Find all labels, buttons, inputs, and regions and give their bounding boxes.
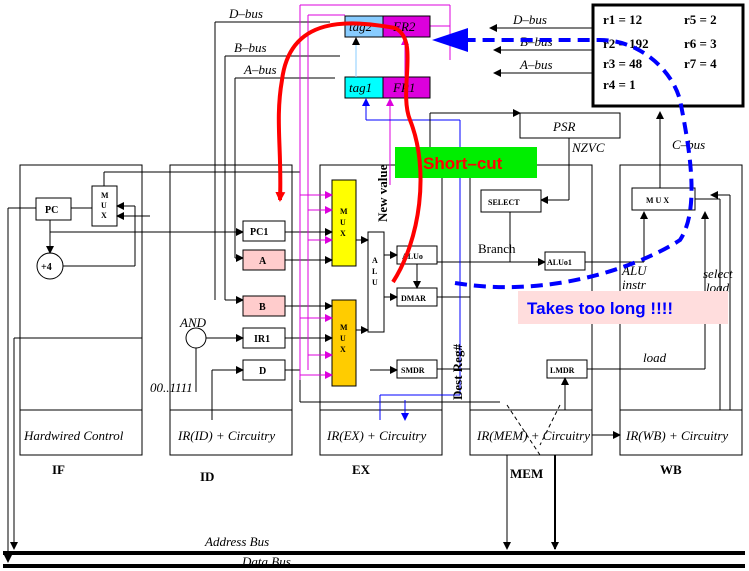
b-bus-label-left: B–bus <box>234 40 267 55</box>
blue-arrow-head <box>432 28 468 52</box>
a-label: A <box>259 256 267 267</box>
alu <box>367 231 385 333</box>
nzvc-label: NZVC <box>571 140 605 155</box>
ex-mux-bottom <box>331 299 357 387</box>
lmdr-label: LMDR <box>550 366 575 375</box>
svg-text:U: U <box>340 218 346 227</box>
psr-label: PSR <box>552 119 575 134</box>
pc-register <box>35 197 72 221</box>
aluo-label: ALUo <box>402 252 423 261</box>
ex-mux-top <box>331 179 357 267</box>
reg-r5: r5 = 2 <box>684 12 717 27</box>
svg-text:X: X <box>101 211 107 220</box>
tag2-label: tag2 <box>349 19 373 34</box>
pc1-register <box>242 220 286 242</box>
reg-r7: r7 = 4 <box>684 56 717 71</box>
select-label: SELECT <box>488 198 520 207</box>
load-label: load <box>643 350 667 365</box>
ir1-label: IR1 <box>254 334 270 345</box>
d-bus-label-left: D–bus <box>228 6 263 21</box>
if-box-label: Hardwired Control <box>23 428 124 443</box>
aluo1-label: ALUo1 <box>547 258 572 267</box>
plus4-label: +4 <box>41 262 52 273</box>
stage-label-wb: WB <box>660 462 682 477</box>
mask-label: 00..1111 <box>150 380 193 395</box>
svg-text:U: U <box>340 334 346 343</box>
svg-text:X: X <box>340 345 346 354</box>
a-bus-label-right: A–bus <box>519 57 553 72</box>
psr-register <box>519 112 621 139</box>
svg-text:M: M <box>101 191 109 200</box>
dmar-label: DMAR <box>401 294 426 303</box>
dest-reg-label: Dest Reg# <box>450 344 465 400</box>
d-label: D <box>259 366 266 377</box>
takes-too-long-label: Takes too long !!!! <box>527 299 673 318</box>
svg-text:M: M <box>340 207 348 216</box>
stage-label-ex: EX <box>352 462 371 477</box>
tag1-label: tag1 <box>349 80 372 95</box>
svg-text:U: U <box>372 278 378 287</box>
a-bus-label-left: A–bus <box>243 62 277 77</box>
shortcut-label: Short–cut <box>423 154 503 173</box>
reg-r3: r3 = 48 <box>603 56 643 71</box>
b-label: B <box>259 302 266 313</box>
id-box-label: IR(ID) + Circuitry <box>177 428 275 443</box>
wb-box-label: IR(WB) + Circuitry <box>625 428 728 443</box>
pc-label: PC <box>45 205 58 216</box>
pc1-label: PC1 <box>250 227 268 238</box>
data-bus-label: Data Bus <box>241 554 291 569</box>
alu-instr-label-2: instr <box>622 277 647 292</box>
b-bus-label-right: B–bus <box>520 34 553 49</box>
stage-ex: IR(EX) + Circuitry <box>319 164 443 456</box>
register-values-box: r1 = 12 r2 = 192 r3 = 48 r4 = 1 r5 = 2 r… <box>591 3 745 108</box>
shortcut-red-path <box>275 21 423 284</box>
wb-mux-label: M U X <box>646 196 669 205</box>
svg-text:A: A <box>372 256 378 265</box>
stage-id: IR(ID) + Circuitry <box>169 164 293 456</box>
branch-label: Branch <box>478 241 516 256</box>
select-unit <box>480 189 542 213</box>
takes-too-long-badge <box>518 291 728 324</box>
fr1-label: FR1 <box>392 80 415 95</box>
stage-label-if: IF <box>52 462 65 477</box>
select-load-label-1: select <box>703 266 733 281</box>
smdr-label: SMDR <box>401 366 425 375</box>
svg-text:L: L <box>372 267 377 276</box>
stage-label-id: ID <box>200 469 214 484</box>
svg-text:M: M <box>340 323 348 332</box>
stage-if: Hardwired Control <box>19 164 143 456</box>
and-gate <box>185 327 207 349</box>
and-label: AND <box>179 315 207 330</box>
reg-r1: r1 = 12 <box>603 12 642 27</box>
new-value-label: New value <box>375 164 390 222</box>
long-blue-path <box>454 36 694 290</box>
d-bus-label-right: D–bus <box>512 12 547 27</box>
reg-r4: r4 = 1 <box>603 77 636 92</box>
forwarding-paths <box>299 4 451 380</box>
ex-box-label: IR(EX) + Circuitry <box>326 428 426 443</box>
reg-r6: r6 = 3 <box>684 36 717 51</box>
aluo1-register <box>544 251 586 271</box>
stage-label-mem: MEM <box>510 466 543 481</box>
svg-text:U: U <box>101 201 107 210</box>
forwarding-registers: tag2 FR2 tag1 FR1 <box>344 15 431 185</box>
svg-text:X: X <box>340 229 346 238</box>
mem-box-label: IR(MEM) + Circuitry <box>476 428 590 443</box>
address-bus-label: Address Bus <box>204 534 269 549</box>
